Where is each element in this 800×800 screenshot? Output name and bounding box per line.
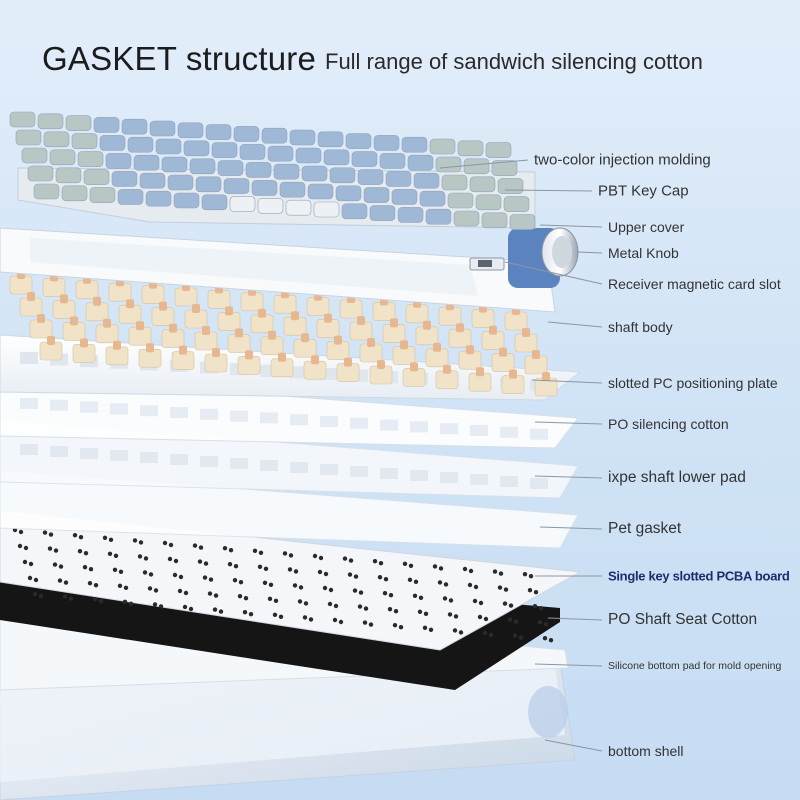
label-po-seat-cotton: PO Shaft Seat Cotton [608, 611, 758, 628]
leader-lines [439, 159, 603, 752]
label-bottom-shell: bottom shell [608, 743, 684, 759]
label-pc-plate: slotted PC positioning plate [608, 375, 778, 391]
keycap-layer [9, 111, 536, 230]
label-ixpe-pad: ixpe shaft lower pad [608, 469, 746, 486]
page-subtitle: Full range of sandwich silencing cotton [325, 49, 703, 74]
label-po-cotton: PO silencing cotton [608, 416, 729, 432]
label-silicone-pad: Silicone bottom pad for mold opening [608, 660, 782, 672]
label-receiver-slot: Receiver magnetic card slot [608, 276, 781, 292]
label-upper-cover: Upper cover [608, 219, 685, 235]
switch-array [9, 270, 558, 397]
metal-knob [508, 227, 579, 288]
label-shaft-body: shaft body [608, 319, 673, 335]
usb-receiver [469, 257, 505, 271]
label-two-color: two-color injection molding [534, 151, 711, 169]
bottom-shell-layer [0, 649, 576, 800]
pcba-board-layer [0, 509, 582, 651]
page-title: GASKET structure [42, 40, 317, 77]
label-metal-knob: Metal Knob [608, 245, 679, 261]
label-pcba-board: Single key slotted PCBA board [608, 568, 790, 584]
label-pet-gasket: Pet gasket [608, 520, 682, 537]
pet-gasket-layer [0, 469, 579, 549]
label-pbt-keycap: PBT Key Cap [598, 182, 689, 200]
upper-cover-layer [0, 227, 556, 313]
